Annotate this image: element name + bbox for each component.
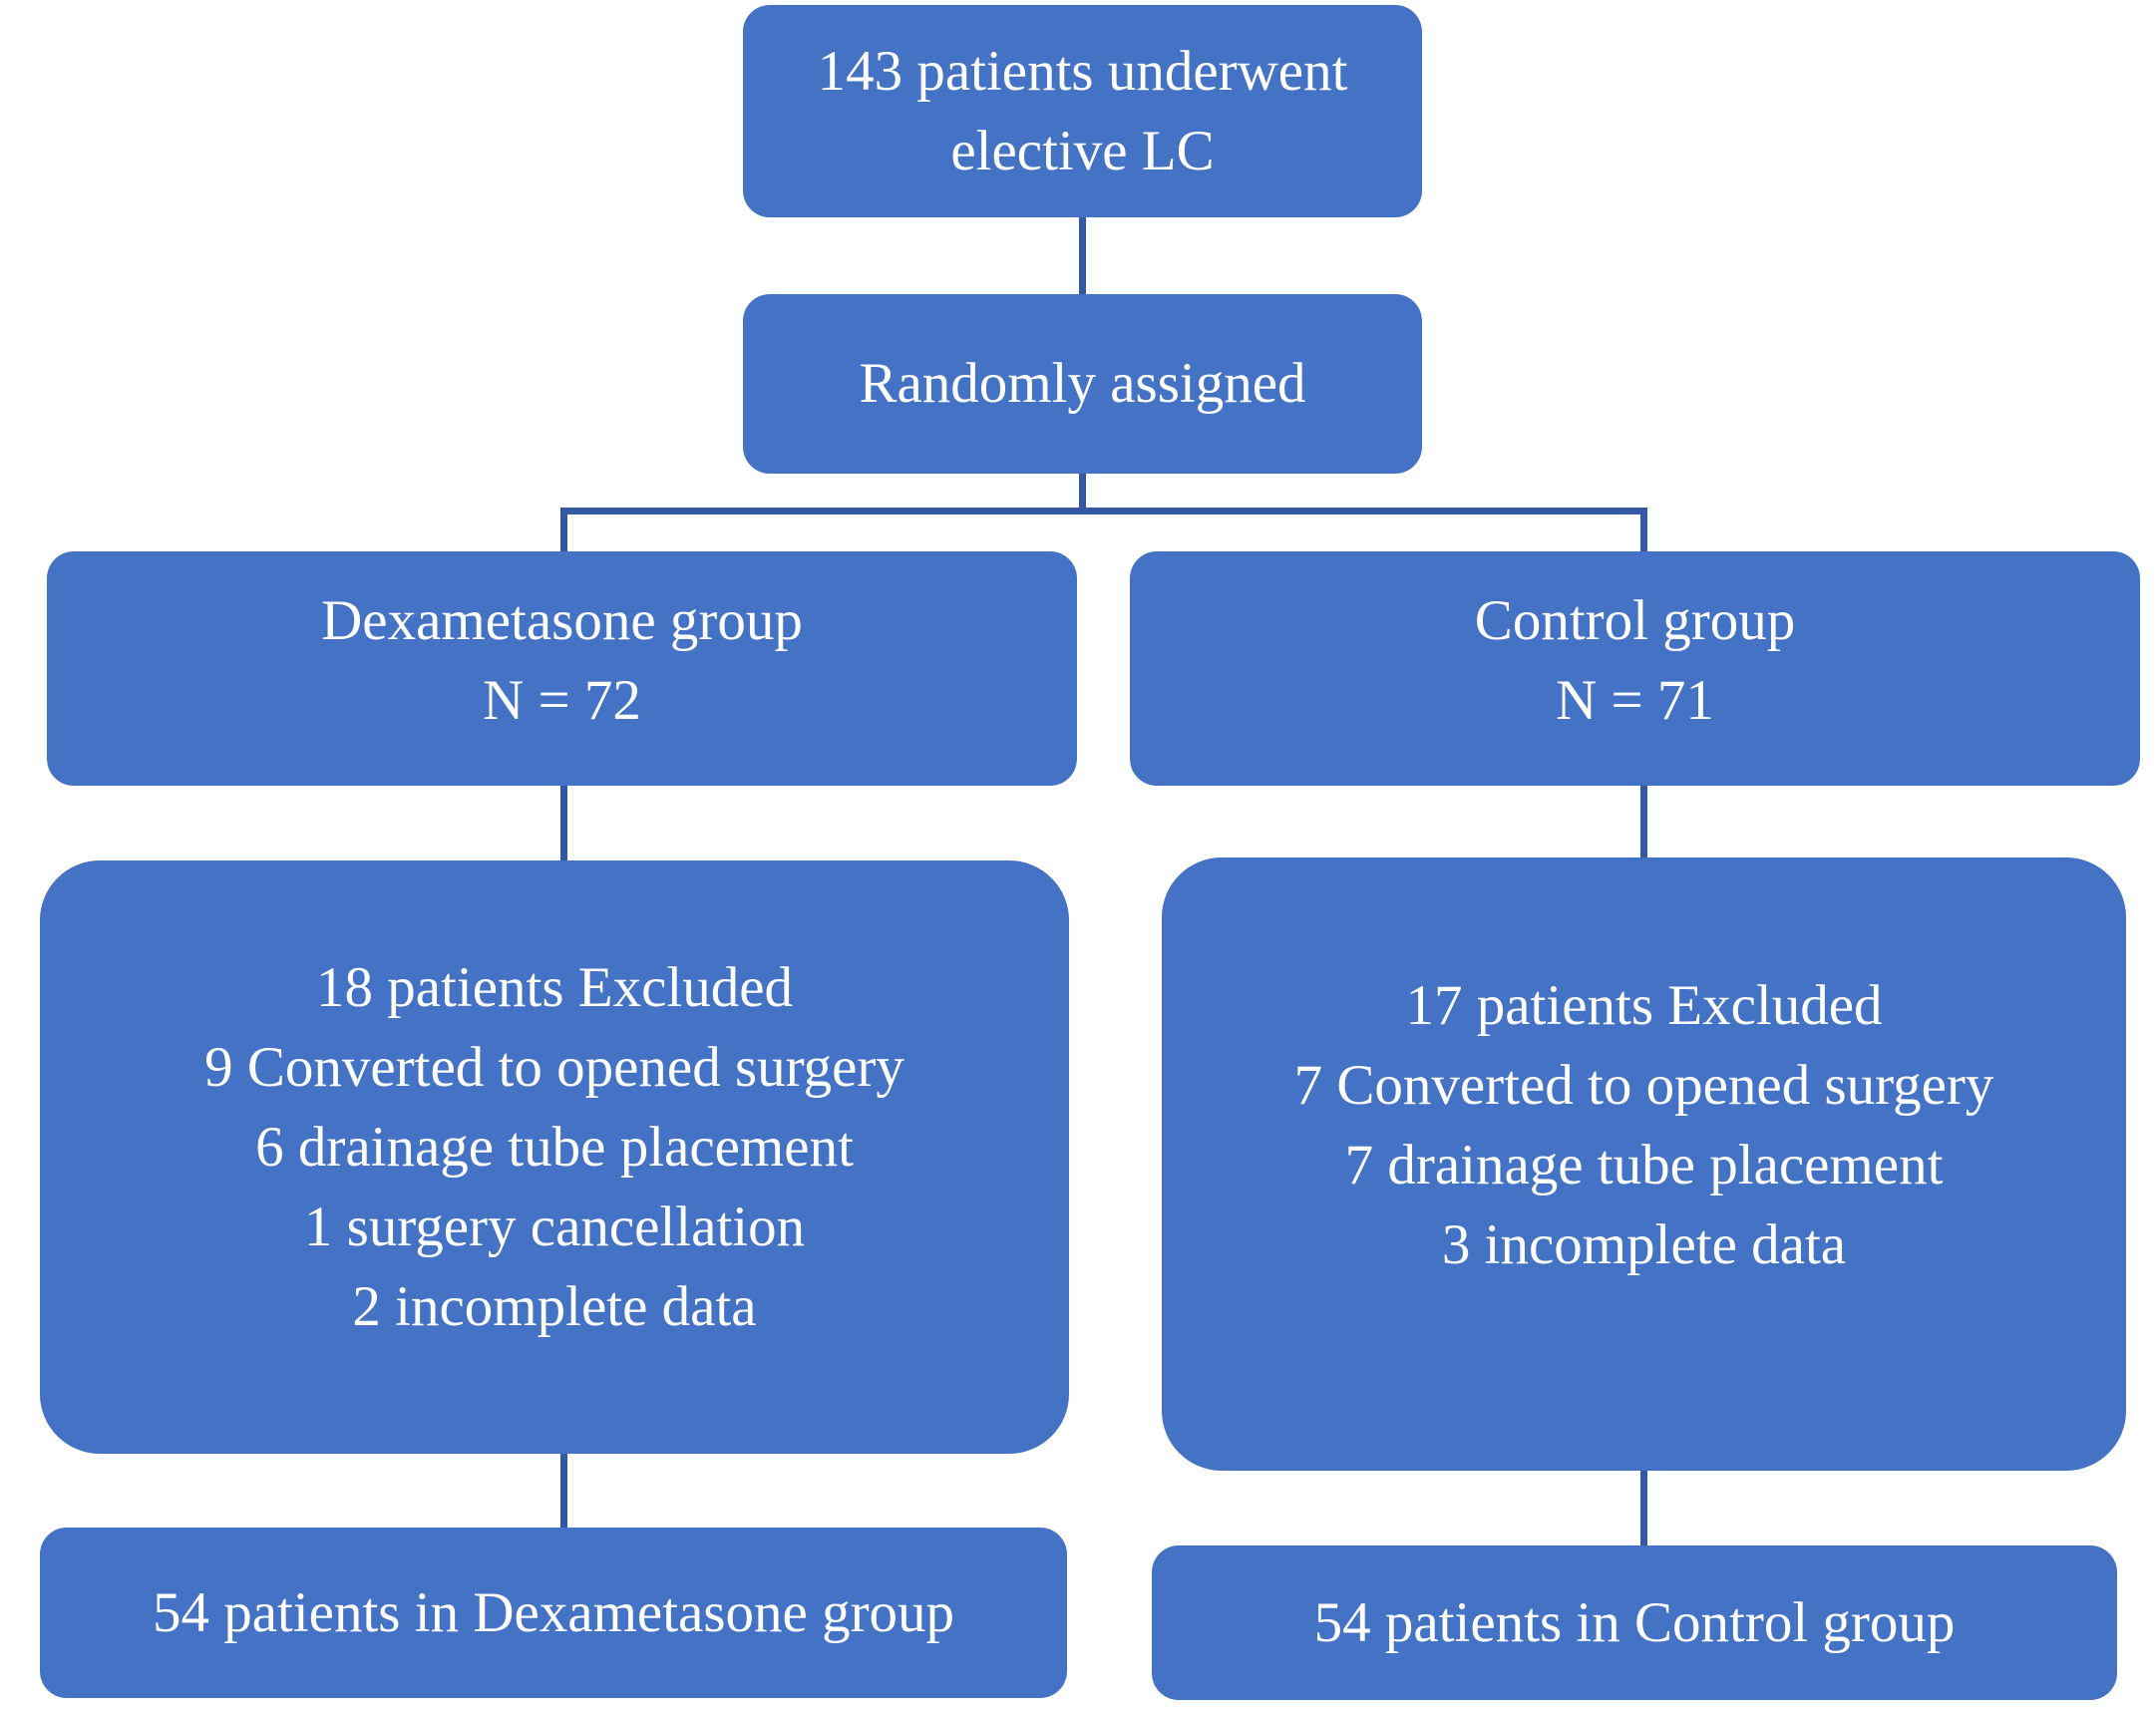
- box-line: N = 71: [1556, 668, 1714, 732]
- box-line: elective LC: [950, 119, 1215, 182]
- box-line: N = 72: [483, 668, 641, 732]
- box-line: 54 patients in Control group: [1313, 1590, 1956, 1654]
- connector-dexa-excluded-to-final: [560, 1454, 567, 1529]
- box-line: 18 patients Excluded: [315, 955, 794, 1019]
- box-line: 6 drainage tube placement: [255, 1115, 854, 1179]
- connector-enrollment-to-randomized: [1079, 217, 1086, 295]
- control-final-box: 54 patients in Control group: [1152, 1545, 2117, 1700]
- connector-control-group-to-excluded: [1640, 786, 1647, 858]
- box-line: 1 surgery cancellation: [303, 1195, 806, 1258]
- box-line: 143 patients underwent: [817, 39, 1348, 103]
- dexa-group-box: Dexametasone group N = 72: [47, 551, 1077, 786]
- box-line: Randomly assigned: [859, 352, 1306, 415]
- control-group-box: Control group N = 71: [1130, 551, 2140, 786]
- connector-branch-line: [560, 508, 1647, 514]
- box-line: 54 patients in Dexametasone group: [152, 1580, 955, 1644]
- control-excluded-box: 17 patients Excluded 7 Converted to open…: [1162, 857, 2126, 1471]
- dexa-excluded-box: 18 patients Excluded 9 Converted to open…: [40, 860, 1069, 1454]
- box-line: 3 incomplete data: [1441, 1212, 1847, 1276]
- box-line: 17 patients Excluded: [1405, 973, 1883, 1037]
- box-line: Control group: [1474, 588, 1796, 652]
- connector-control-excluded-to-final: [1640, 1471, 1647, 1546]
- box-line: 7 Converted to opened surgery: [1293, 1053, 1994, 1117]
- connector-randomized-riser: [1079, 474, 1086, 513]
- randomized-box: Randomly assigned: [743, 294, 1422, 474]
- enrollment-box: 143 patients underwent elective LC: [743, 5, 1422, 217]
- connector-branch-drop-left: [560, 508, 567, 552]
- box-line: 9 Converted to opened surgery: [204, 1035, 904, 1099]
- dexa-final-box: 54 patients in Dexametasone group: [40, 1528, 1067, 1698]
- connector-dexa-group-to-excluded: [560, 786, 567, 861]
- box-line: 2 incomplete data: [352, 1274, 757, 1338]
- connector-branch-drop-right: [1640, 508, 1647, 552]
- box-line: Dexametasone group: [321, 588, 803, 652]
- box-line: 7 drainage tube placement: [1344, 1133, 1944, 1196]
